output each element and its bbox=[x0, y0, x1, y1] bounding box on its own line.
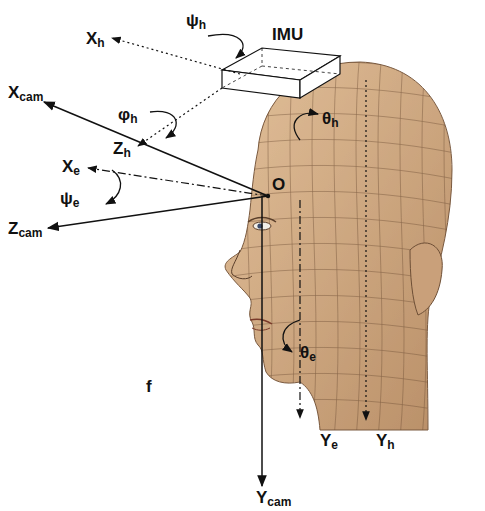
axis-label: Zh bbox=[113, 140, 131, 159]
axis-label: θh bbox=[322, 110, 339, 129]
axis-label: Xh bbox=[86, 30, 105, 49]
device-label: IMU bbox=[272, 26, 303, 43]
axis-label: Yh bbox=[376, 432, 395, 451]
axis-label: Xe bbox=[62, 158, 80, 177]
axis-label: Ycam bbox=[256, 489, 291, 508]
axis-label: ψe bbox=[60, 190, 80, 209]
axis-label: Xcam bbox=[8, 84, 43, 103]
axis-label: ψh bbox=[186, 12, 206, 31]
axis-label: O bbox=[272, 176, 285, 193]
axis-label: φh bbox=[118, 106, 138, 125]
axis-label: Ye bbox=[320, 432, 338, 451]
axis-label: Zcam bbox=[8, 220, 42, 239]
axis-label: f bbox=[146, 378, 152, 395]
axis-label: θe bbox=[300, 344, 316, 363]
